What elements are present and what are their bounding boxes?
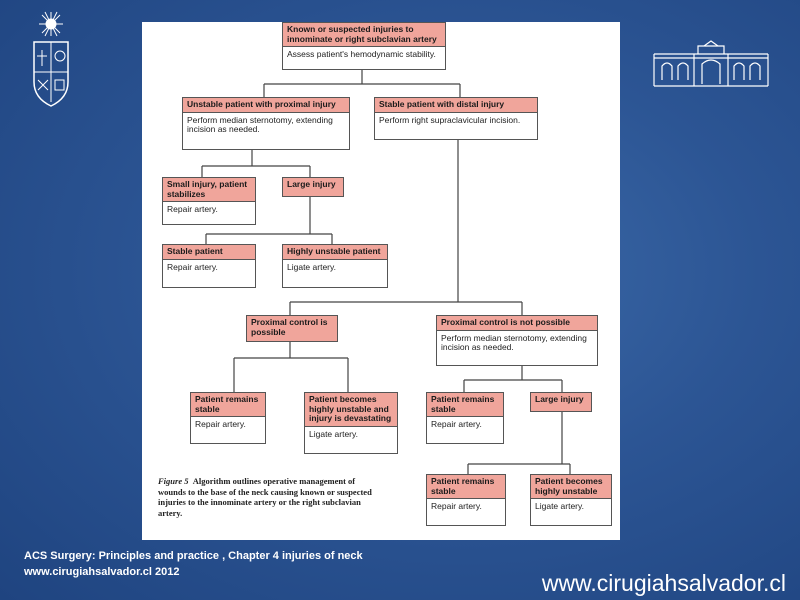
node-header: Patient becomes highly unstable xyxy=(531,475,611,499)
node-header: Stable patient with distal injury xyxy=(375,98,537,113)
node-body: Repair artery. xyxy=(195,419,246,429)
node-header: Patient remains stable xyxy=(427,393,503,417)
node-body: Ligate artery. xyxy=(309,428,358,439)
node-header: Patient remains stable xyxy=(427,475,505,499)
node-body: Ligate artery. xyxy=(535,501,584,511)
node-body: Repair artery. xyxy=(167,204,218,214)
hospital-building-logo xyxy=(652,40,770,90)
node-header: Known or suspected injuries to innominat… xyxy=(283,23,445,47)
node-innominate-injury: Known or suspected injuries to innominat… xyxy=(282,22,446,70)
node-body: Ligate artery. xyxy=(287,261,336,272)
figure-caption: Figure 5 Algorithm outlines operative ma… xyxy=(158,476,378,518)
node-large-injury-right: Large injury xyxy=(530,392,592,412)
source-website-year: www.cirugiahsalvador.cl 2012 xyxy=(24,566,180,578)
node-body: Repair artery. xyxy=(167,261,218,272)
node-header: Large injury xyxy=(531,393,591,411)
flowchart-panel: Known or suspected injuries to innominat… xyxy=(142,22,620,540)
node-devastating-injury: Patient becomes highly unstable and inju… xyxy=(304,392,398,454)
node-remains-stable-bottom: Patient remains stable Repair artery. xyxy=(426,474,506,526)
node-body: Perform median sternotomy, extending inc… xyxy=(441,332,587,352)
node-stable-distal: Stable patient with distal injury Perfor… xyxy=(374,97,538,140)
node-header: Stable patient xyxy=(163,245,255,260)
node-header: Proximal control is not possible xyxy=(437,316,597,331)
node-body: Assess patient's hemodynamic stability. xyxy=(287,49,436,59)
node-body: Repair artery. xyxy=(431,419,482,429)
node-header: Highly unstable patient xyxy=(283,245,387,260)
node-proximal-not-possible: Proximal control is not possible Perform… xyxy=(436,315,598,366)
node-body: Repair artery. xyxy=(431,501,482,511)
node-body: Perform right supraclavicular incision. xyxy=(379,114,521,125)
source-reference: ACS Surgery: Principles and practice , C… xyxy=(24,550,363,562)
node-header: Unstable patient with proximal injury xyxy=(183,98,349,113)
node-body: Perform median sternotomy, extending inc… xyxy=(187,114,333,134)
node-header: Large injury xyxy=(283,178,343,196)
node-header: Proximal control is possible xyxy=(247,316,337,341)
node-becomes-unstable: Patient becomes highly unstable Ligate a… xyxy=(530,474,612,526)
node-header: Patient becomes highly unstable and inju… xyxy=(305,393,397,427)
flowchart-connectors xyxy=(201,70,571,474)
node-remains-stable-mid: Patient remains stable Repair artery. xyxy=(426,392,504,444)
node-header: Patient remains stable xyxy=(191,393,265,417)
node-highly-unstable: Highly unstable patient Ligate artery. xyxy=(282,244,388,288)
node-large-injury: Large injury xyxy=(282,177,344,197)
node-stable-patient: Stable patient Repair artery. xyxy=(162,244,256,288)
node-header: Small injury, patient stabilizes xyxy=(163,178,255,202)
node-small-injury: Small injury, patient stabilizes Repair … xyxy=(162,177,256,225)
website-watermark: www.cirugiahsalvador.cl xyxy=(541,570,786,596)
node-proximal-possible: Proximal control is possible xyxy=(246,315,338,342)
figure-caption-text: Algorithm outlines operative management … xyxy=(158,476,372,518)
node-unstable-proximal: Unstable patient with proximal injury Pe… xyxy=(182,97,350,150)
node-remains-stable-left: Patient remains stable Repair artery. xyxy=(190,392,266,444)
university-crest-logo xyxy=(26,10,76,108)
figure-label: Figure 5 xyxy=(158,476,189,486)
